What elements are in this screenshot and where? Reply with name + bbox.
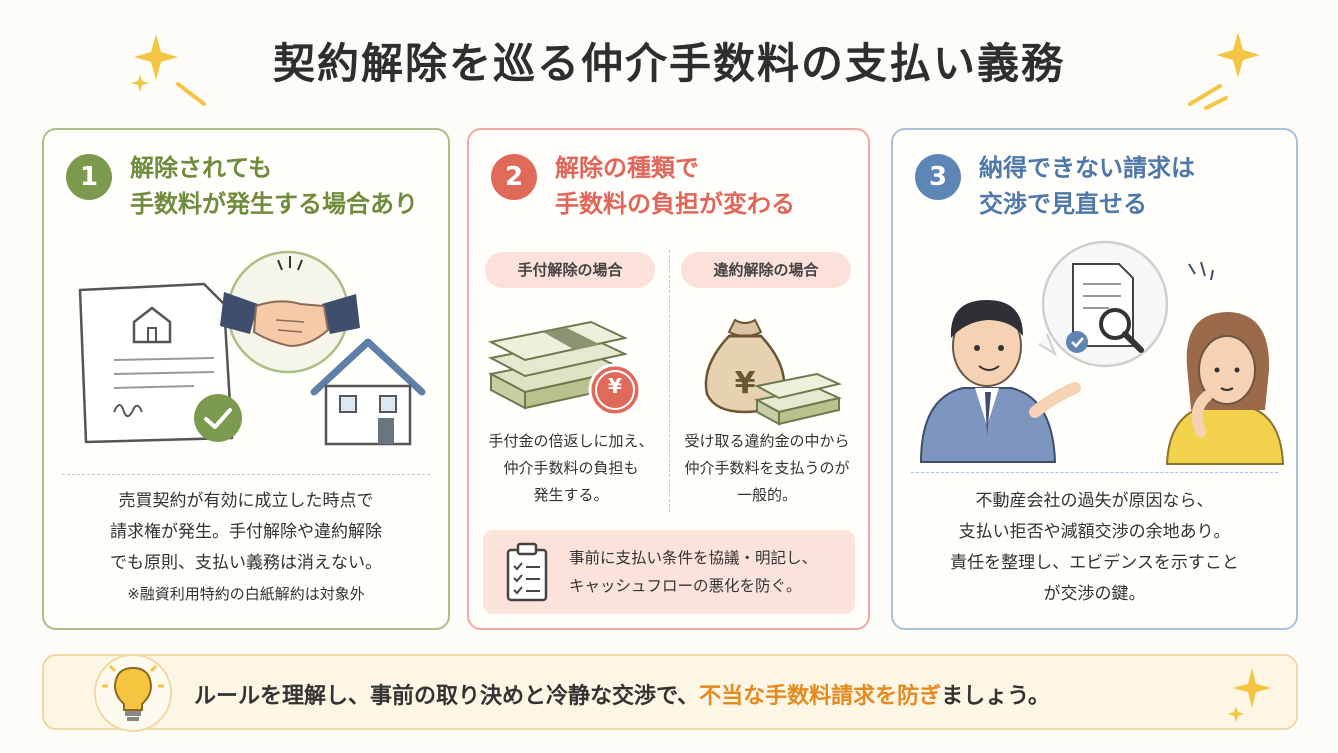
card-3: 3 納得できない請求は 交渉で見直せる [891,128,1298,630]
advice-note-text: 事前に支払い条件を協議・明記し、 キャッシュフローの悪化を防ぐ。 [569,549,818,595]
footer-highlight: 不当な手数料請求を防ぎ [699,684,942,709]
footer-banner: ルールを理解し、事前の取り決めと冷静な交渉で、不当な手数料請求を防ぎましょう。 [42,654,1298,732]
money-stack-icon [754,372,843,426]
deposit-cancellation-text: 手付金の倍返しに加え、 仲介手数料の負担も 発生する。 [488,432,654,504]
clipboard-checklist-icon [506,542,548,602]
sparkle-icon [1188,32,1260,110]
handshake-icon [220,250,360,374]
sparkle-icon [1228,668,1272,722]
card-number: 3 [915,154,961,200]
card-number: 1 [66,154,112,200]
money-bag-symbol: ¥ [734,366,756,401]
contract-document-icon [78,282,234,444]
lightbulb-icon [94,654,172,732]
card-body: 売買契約が有効に成立した時点で 請求権が発生。手付解除や違約解除 でも原則、支払… [110,491,382,603]
pill-deposit-cancellation: 手付解除の場合 [485,252,655,288]
woman-thinking-icon [1165,312,1285,465]
divider [62,474,430,475]
card-title: 解除されても 手数料が発生する場合あり [130,154,418,218]
footer-message: ルールを理解し、事前の取り決めと冷静な交渉で、不当な手数料請求を防ぎましょう。 [194,684,1050,709]
sparkle-icon [131,34,206,106]
card-title: 納得できない請求は 交渉で見直せる [979,154,1195,218]
card-2: 2 解除の種類で 手数料の負担が変わる 手付解除の場合 違約解除の場合 ¥ ¥ … [467,128,870,630]
yen-coin-symbol: ¥ [608,374,622,398]
businessman-icon [919,300,1081,463]
pill-breach-cancellation: 違約解除の場合 [681,252,851,288]
card-1: 1 解除されても 手数料が発生する場合あり 売買契約が有効に成立した時点で [42,128,450,630]
card-title: 解除の種類で 手数料の負担が変わる [555,154,795,218]
card-body: 不動産会社の過失が原因なら、 支払い拒否や減額交渉の余地あり。 責任を整理し、エ… [950,491,1239,604]
check-icon [194,394,242,442]
house-icon [310,338,426,446]
page-title: 契約解除を巡る仲介手数料の支払い義務 [272,39,1065,88]
divider [911,472,1278,473]
card-number: 2 [491,154,537,200]
idea-lines-icon [1188,261,1214,281]
yen-coin-icon [588,363,642,417]
document-magnifier-icon [1038,240,1169,368]
money-bag-icon [704,318,786,414]
breach-cancellation-text: 受け取る違約金の中から 仲介手数料を支払うのが 一般的。 [684,432,850,504]
advice-note-box: 事前に支払い条件を協議・明記し、 キャッシュフローの悪化を防ぐ。 [483,530,855,614]
column-divider [669,250,670,512]
